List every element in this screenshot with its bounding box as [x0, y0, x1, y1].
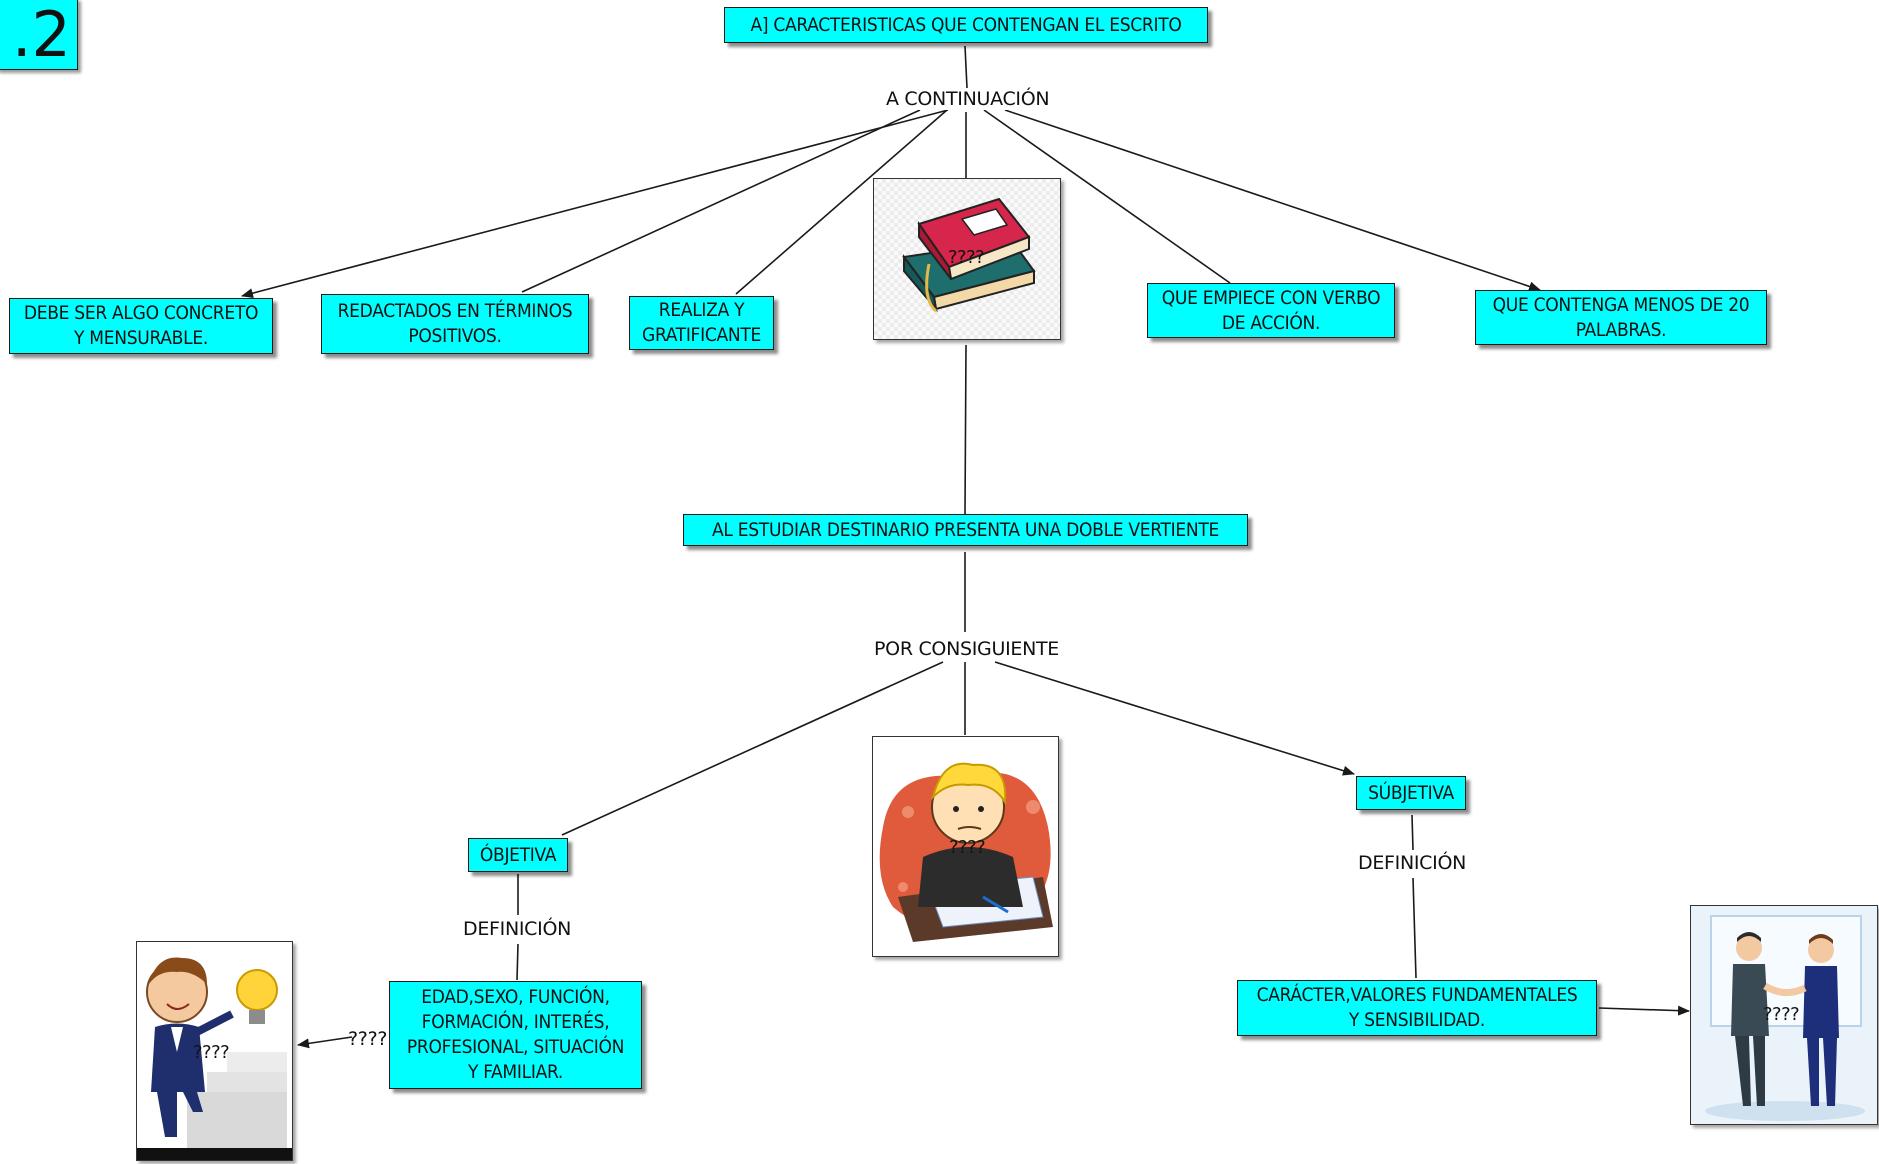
businessman-image: ????: [136, 941, 293, 1161]
handshake-image: ????: [1690, 905, 1878, 1125]
link-label-continuacion: A CONTINUACIÓN: [883, 88, 1053, 110]
books-image: ????: [873, 178, 1061, 340]
root-node[interactable]: A] CARACTERISTICAS QUE CONTENGAN EL ESCR…: [724, 7, 1208, 43]
books-image-label: ????: [948, 247, 985, 268]
node-concreto-label: DEBE SER ALGO CONCRETO Y MENSURABLE.: [23, 302, 259, 349]
node-subjetiva-definicion-label: CARÁCTER,VALORES FUNDAMENTALES Y SENSIBI…: [1256, 984, 1578, 1031]
node-subjetiva-label: SÚBJETIVA: [1368, 781, 1454, 804]
node-positivos-label: REDACTADOS EN TÉRMINOS POSITIVOS.: [337, 300, 573, 347]
node-doble-vertiente[interactable]: AL ESTUDIAR DESTINARIO PRESENTA UNA DOBL…: [683, 514, 1248, 546]
node-subjetiva-definicion[interactable]: CARÁCTER,VALORES FUNDAMENTALES Y SENSIBI…: [1237, 980, 1597, 1036]
link-label-definicion-left: DEFINICIÓN: [460, 918, 575, 940]
handshake-image-label: ????: [1763, 1004, 1800, 1025]
link-label-objetiva-image: ????: [348, 1028, 388, 1050]
node-verbo-accion-label: QUE EMPIECE CON VERBO DE ACCIÓN.: [1161, 286, 1381, 334]
node-verbo-accion[interactable]: QUE EMPIECE CON VERBO DE ACCIÓN.: [1147, 283, 1395, 338]
section-number: .2: [0, 0, 78, 71]
businessman-stairs-icon: [137, 957, 292, 1160]
node-positivos[interactable]: REDACTADOS EN TÉRMINOS POSITIVOS.: [321, 294, 589, 354]
node-menos-20-palabras[interactable]: QUE CONTENGA MENOS DE 20 PALABRAS.: [1475, 290, 1767, 345]
node-concreto[interactable]: DEBE SER ALGO CONCRETO Y MENSURABLE.: [9, 298, 273, 354]
node-subjetiva[interactable]: SÚBJETIVA: [1356, 776, 1466, 810]
handshake-icon: [1705, 915, 1865, 1121]
node-objetiva-label: ÓBJETIVA: [479, 843, 557, 866]
node-doble-vertiente-label: AL ESTUDIAR DESTINARIO PRESENTA UNA DOBL…: [712, 518, 1219, 541]
link-label-consiguiente: POR CONSIGUIENTE: [871, 638, 1063, 660]
businessman-image-label: ????: [193, 1042, 230, 1063]
node-objetiva-definicion[interactable]: EDAD,SEXO, FUNCIÓN, FORMACIÓN, INTERÉS, …: [389, 981, 642, 1089]
thinking-child-image: ????: [872, 736, 1059, 957]
node-gratificante[interactable]: REALIZA Y GRATIFICANTE: [629, 296, 774, 350]
node-objetiva[interactable]: ÓBJETIVA: [468, 838, 568, 872]
root-node-label: A] CARACTERISTICAS QUE CONTENGAN EL ESCR…: [750, 13, 1182, 36]
link-label-definicion-right: DEFINICIÓN: [1355, 852, 1470, 874]
thinking-child-image-label: ????: [949, 837, 986, 858]
thinking-child-icon: [879, 762, 1053, 942]
books-icon: [874, 179, 1060, 339]
node-gratificante-label: REALIZA Y GRATIFICANTE: [642, 299, 761, 346]
node-menos-20-palabras-label: QUE CONTENGA MENOS DE 20 PALABRAS.: [1492, 293, 1750, 341]
node-objetiva-definicion-label: EDAD,SEXO, FUNCIÓN, FORMACIÓN, INTERÉS, …: [406, 986, 625, 1083]
